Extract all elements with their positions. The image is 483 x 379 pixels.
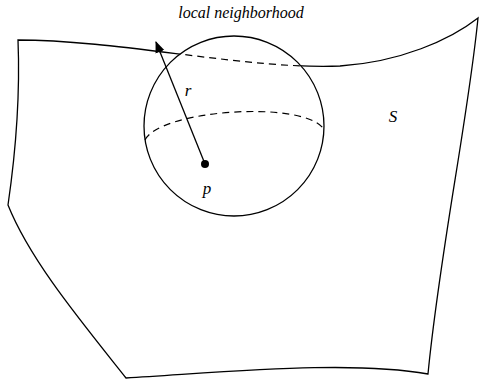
figure-heading: local neighborhood	[178, 5, 303, 21]
ball-outline	[144, 36, 324, 216]
surface-outline	[8, 18, 478, 378]
radius-symbol: r	[185, 82, 192, 99]
surface-name: S	[389, 108, 398, 125]
equator-back	[145, 111, 323, 140]
point-name: p	[203, 180, 212, 197]
hidden-surface-edge	[18, 18, 478, 66]
radius-arrow	[156, 42, 205, 164]
